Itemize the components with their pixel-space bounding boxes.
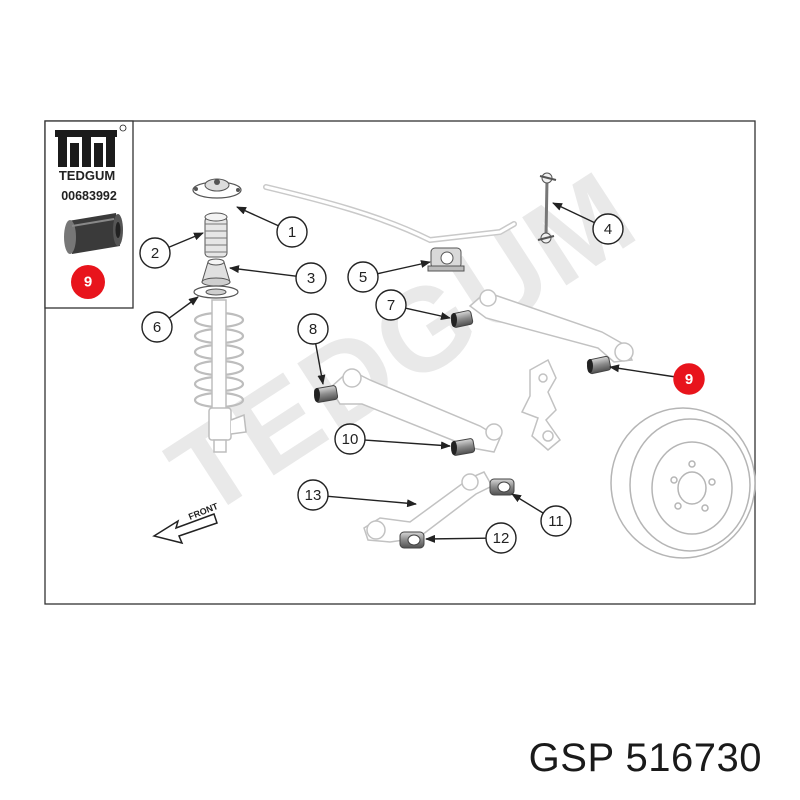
- callout-number-3: 3: [307, 270, 315, 287]
- logo-highlight-badge: [71, 265, 105, 299]
- stabilizer-bushing-icon: [427, 247, 465, 272]
- callout-number-10: 10: [342, 431, 359, 448]
- callout-circle-9: [673, 363, 705, 395]
- bushing-photo-icon: [64, 213, 123, 254]
- logo-highlight-number: 9: [84, 274, 92, 291]
- callout-number-7: 7: [387, 297, 395, 314]
- upper-control-arm-icon: [468, 289, 634, 363]
- callout-leader-4: [552, 202, 595, 224]
- callout-number-6: 6: [153, 319, 161, 336]
- callout-leader-5: [377, 260, 431, 275]
- callout-circle-7: [375, 289, 407, 321]
- logo-part-number: 00683992: [61, 189, 117, 203]
- bushing-10-icon: [450, 438, 476, 456]
- callout-leader-6: [168, 296, 199, 319]
- callout-leader-11: [511, 493, 544, 514]
- strut-mount-icon: [192, 178, 242, 199]
- bushing-8-icon: [313, 385, 339, 403]
- part-caption: GSP 516730: [528, 736, 762, 780]
- callout-circle-5: [347, 261, 379, 293]
- callout-circle-10: [334, 423, 366, 455]
- callout-circle-4: [592, 213, 624, 245]
- callout-number-13: 13: [305, 487, 322, 504]
- callout-leader-12: [425, 534, 487, 543]
- bushing-12-icon: [399, 531, 425, 549]
- callout-leader-1: [236, 206, 279, 227]
- callout-circle-13: [297, 479, 329, 511]
- callout-circle-1: [276, 216, 308, 248]
- callout-number-4: 4: [604, 221, 612, 238]
- callout-number-9: 9: [685, 371, 693, 388]
- dust-boot-icon: [204, 212, 228, 258]
- callout-circle-8: [297, 313, 329, 345]
- wheel-icon: [610, 407, 756, 559]
- bushing-7-icon: [450, 310, 474, 328]
- callout-leader-2: [168, 232, 204, 248]
- spring-seat-icon: [193, 285, 239, 299]
- lower-control-arm-icon: [329, 368, 503, 453]
- callout-leader-10: [364, 439, 451, 450]
- tedgum-logo-icon: [55, 124, 127, 167]
- callout-number-11: 11: [548, 513, 564, 530]
- callout-number-8: 8: [309, 321, 317, 338]
- callout-leader-9: [609, 364, 675, 378]
- callout-number-5: 5: [359, 269, 367, 286]
- callout-number-12: 12: [493, 530, 510, 547]
- callout-circle-6: [141, 311, 173, 343]
- callout-leader-8: [314, 343, 326, 385]
- callout-number-2: 2: [151, 245, 159, 262]
- callout-circle-12: [485, 522, 517, 554]
- callout-circle-3: [295, 262, 327, 294]
- logo-brand: TEDGUM: [59, 168, 115, 183]
- callout-leader-7: [405, 307, 451, 320]
- callout-circle-2: [139, 237, 171, 269]
- callout-number-1: 1: [288, 224, 296, 241]
- callout-circle-11: [540, 505, 572, 537]
- stabilizer-link-icon: [537, 172, 557, 244]
- shock-absorber-icon: [208, 299, 247, 453]
- bushing-9-icon: [586, 355, 612, 375]
- steering-knuckle-icon: [520, 358, 562, 451]
- callout-leader-3: [229, 265, 297, 277]
- callout-leader-13: [327, 495, 417, 508]
- bushing-11-icon: [489, 478, 515, 496]
